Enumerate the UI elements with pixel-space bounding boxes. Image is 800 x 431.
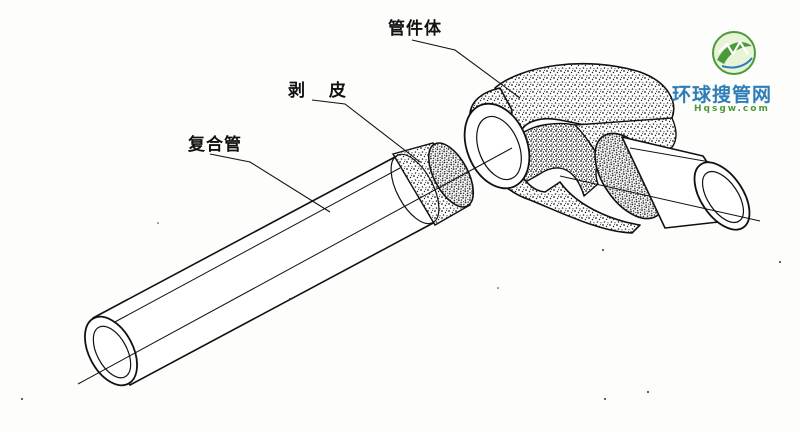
watermark-name-cn: 环球搜管网 <box>672 84 773 106</box>
label-fitting-body: 管件体 <box>388 19 442 39</box>
outlet-pipe <box>621 136 751 231</box>
label-composite-pipe: 复合管 <box>188 135 242 155</box>
elbow-fitting <box>463 62 677 234</box>
scan-speckles <box>21 222 781 400</box>
leader-lines <box>209 39 521 213</box>
leader-line-fitting <box>411 39 521 99</box>
stripped-section-end <box>427 142 475 208</box>
composite-pipe <box>84 156 436 387</box>
label-stripped-skin: 剥 皮 <box>288 81 355 101</box>
center-axis-lines <box>77 147 761 385</box>
globe-logo-icon <box>712 31 756 75</box>
leader-line-strip <box>311 99 421 163</box>
leader-line-composite <box>209 153 331 213</box>
watermark-name-en: Hqsgw.com <box>694 104 770 114</box>
stripped-section <box>390 142 475 226</box>
